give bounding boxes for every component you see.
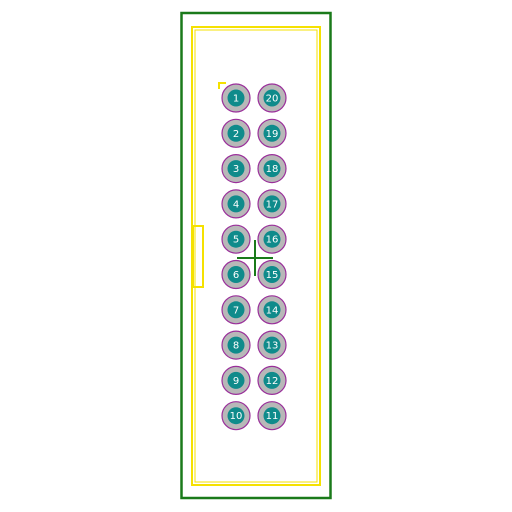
pad-drill [227, 266, 245, 283]
pad-8: 8 [221, 330, 251, 360]
pad-drill [227, 230, 245, 248]
pad-drill [263, 371, 281, 389]
pad-drill [227, 195, 245, 213]
pad-12: 12 [257, 365, 287, 395]
pad-drill [227, 407, 245, 425]
polarization-key [192, 225, 204, 288]
pad-drill [263, 124, 281, 142]
pin-label: 7 [233, 305, 239, 316]
pad-drill [227, 336, 245, 354]
pad-2: 2 [221, 118, 251, 148]
pin-label: 19 [266, 129, 279, 140]
pad-20: 20 [257, 83, 287, 113]
pad-drill [227, 160, 245, 178]
pad-drill [263, 266, 281, 283]
pad-drill [227, 301, 245, 319]
pin-label: 16 [266, 235, 279, 246]
pad-drill [263, 336, 281, 354]
pad-3: 3 [221, 154, 251, 184]
pad-14: 14 [257, 295, 287, 325]
pad-18: 18 [257, 154, 287, 184]
pad-5: 5 [221, 224, 251, 254]
pin-label: 2 [233, 129, 239, 140]
pin-label: 11 [266, 411, 279, 422]
pad-1: 1 [221, 83, 251, 113]
pin-label: 14 [266, 305, 279, 316]
pad-drill [227, 124, 245, 142]
pad-drill [263, 89, 281, 107]
pin-label: 13 [266, 341, 279, 352]
pin-label: 12 [266, 376, 279, 387]
pin-label: 15 [266, 270, 279, 281]
pin1-indicator [218, 82, 226, 89]
courtyard-outline [180, 11, 332, 500]
pin-label: 10 [230, 411, 243, 422]
pad-array: 1 20 2 19 3 18 4 17 5 16 6 15 7 14 8 13 9 12 10 11 [221, 83, 287, 431]
pin-label: 4 [233, 199, 239, 210]
pad-7: 7 [221, 295, 251, 325]
pad-11: 11 [257, 401, 287, 431]
pad-drill [263, 230, 281, 248]
pad-drill [227, 371, 245, 389]
pad-19: 19 [257, 118, 287, 148]
pin-label: 20 [266, 94, 279, 105]
pad-6: 6 [221, 259, 251, 290]
pin-label: 6 [233, 270, 239, 281]
pin-label: 18 [266, 164, 279, 175]
pin-label: 17 [266, 199, 279, 210]
pin-label: 3 [233, 164, 239, 175]
pad-drill [263, 407, 281, 425]
pad-16: 16 [257, 224, 287, 254]
pad-17: 17 [257, 189, 287, 219]
pad-10: 10 [221, 401, 251, 431]
pad-drill [263, 301, 281, 319]
pad-13: 13 [257, 330, 287, 360]
origin-marker [237, 240, 273, 276]
pad-4: 4 [221, 189, 251, 219]
pad-drill [263, 160, 281, 178]
pin-label: 8 [233, 341, 239, 352]
silkscreen-body-inner [194, 29, 318, 483]
pad-9: 9 [221, 365, 251, 395]
pad-drill [227, 89, 245, 107]
pin-label: 5 [233, 235, 239, 246]
pin-label: 9 [233, 376, 239, 387]
pad-drill [263, 195, 281, 213]
pad-15: 15 [257, 259, 287, 290]
pin-label: 1 [233, 94, 239, 105]
